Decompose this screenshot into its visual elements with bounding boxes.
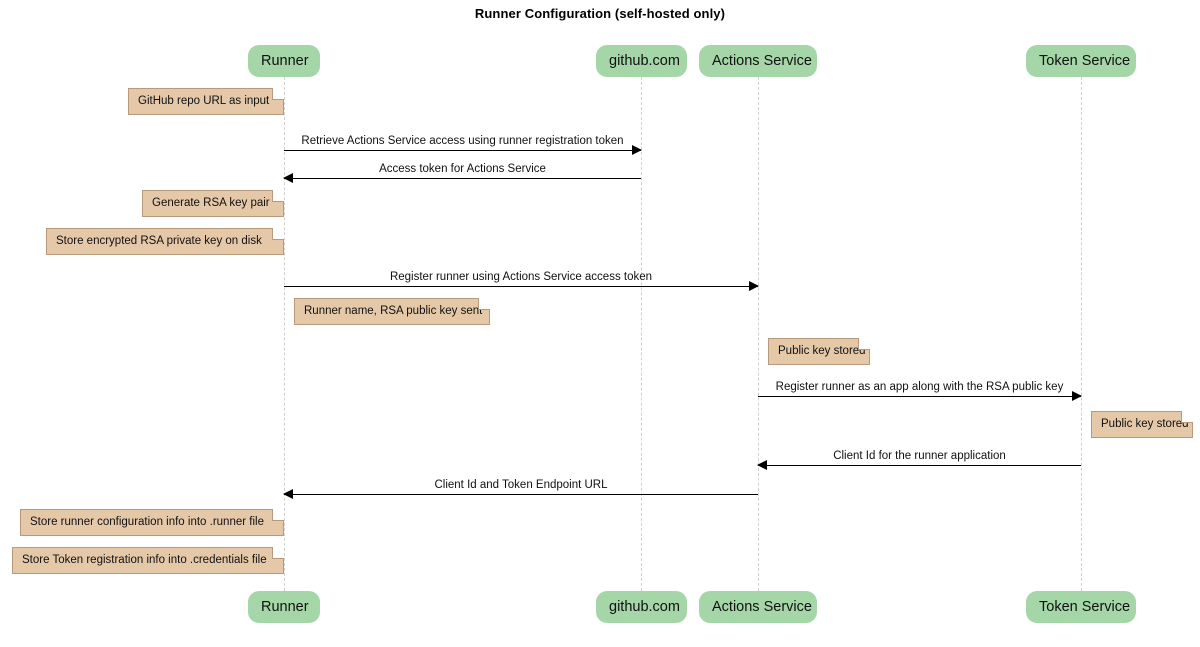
note-fold-corner-icon bbox=[272, 190, 284, 202]
message-label: Client Id for the runner application bbox=[833, 450, 1006, 462]
diagram-title: Runner Configuration (self-hosted only) bbox=[474, 6, 726, 21]
participant-token-bottom[interactable]: Token Service bbox=[1026, 591, 1136, 623]
lifeline-runner bbox=[284, 77, 285, 591]
note-text: Generate RSA key pair bbox=[152, 197, 270, 209]
note-fold-corner-icon bbox=[272, 88, 284, 100]
note-public-key-stored-2: Public key stored bbox=[1091, 411, 1193, 438]
message-line bbox=[284, 150, 641, 151]
message-line bbox=[284, 286, 758, 287]
note-store-token-reg: Store Token registration info into .cred… bbox=[12, 547, 284, 574]
note-fold-corner-icon bbox=[272, 509, 284, 521]
arrowhead-icon bbox=[757, 460, 767, 470]
message-label: Access token for Actions Service bbox=[379, 163, 546, 175]
note-fold-corner-icon bbox=[1181, 411, 1193, 423]
message-label: Client Id and Token Endpoint URL bbox=[434, 479, 608, 491]
note-text: Store Token registration info into .cred… bbox=[22, 554, 267, 566]
note-fold-corner-icon bbox=[272, 228, 284, 240]
arrowhead-icon bbox=[749, 281, 759, 291]
participant-token-top[interactable]: Token Service bbox=[1026, 45, 1136, 77]
note-text: Public key stored bbox=[778, 345, 866, 357]
note-text: Public key stored bbox=[1101, 418, 1189, 430]
arrowhead-icon bbox=[1072, 391, 1082, 401]
message-label: Retrieve Actions Service access using ru… bbox=[301, 135, 624, 147]
lifeline-token bbox=[1081, 77, 1082, 591]
participant-actions-top[interactable]: Actions Service bbox=[699, 45, 817, 77]
participant-runner-top[interactable]: Runner bbox=[248, 45, 320, 77]
msg-access-token: Access token for Actions Service bbox=[283, 163, 641, 183]
arrowhead-icon bbox=[283, 489, 293, 499]
lifeline-actions bbox=[758, 77, 759, 591]
message-line bbox=[758, 396, 1081, 397]
lifeline-github bbox=[641, 77, 642, 591]
participant-github-top[interactable]: github.com bbox=[596, 45, 687, 77]
message-label: Register runner as an app along with the… bbox=[775, 381, 1064, 393]
msg-client-id-token-endpoint: Client Id and Token Endpoint URL bbox=[283, 479, 758, 499]
participant-actions-bottom[interactable]: Actions Service bbox=[699, 591, 817, 623]
note-store-runner-config: Store runner configuration info into .ru… bbox=[20, 509, 284, 536]
message-line bbox=[284, 178, 641, 179]
participant-github-bottom[interactable]: github.com bbox=[596, 591, 687, 623]
msg-register-runner: Register runner using Actions Service ac… bbox=[284, 271, 759, 291]
note-runner-name-pubkey: Runner name, RSA public key sent bbox=[294, 298, 490, 325]
note-public-key-stored-1: Public key stored bbox=[768, 338, 870, 365]
msg-register-app-rsa: Register runner as an app along with the… bbox=[758, 381, 1082, 401]
note-generate-rsa: Generate RSA key pair bbox=[142, 190, 284, 217]
note-text: Store encrypted RSA private key on disk bbox=[56, 235, 262, 247]
note-text: Runner name, RSA public key sent bbox=[304, 305, 483, 317]
note-fold-corner-icon bbox=[858, 338, 870, 350]
note-fold-corner-icon bbox=[272, 547, 284, 559]
note-github-repo-url: GitHub repo URL as input bbox=[128, 88, 284, 115]
note-text: GitHub repo URL as input bbox=[138, 95, 270, 107]
message-line bbox=[284, 494, 758, 495]
arrowhead-icon bbox=[632, 145, 642, 155]
msg-client-id-runner-app: Client Id for the runner application bbox=[757, 450, 1081, 470]
note-text: Store runner configuration info into .ru… bbox=[30, 516, 264, 528]
message-line bbox=[758, 465, 1081, 466]
participant-runner-bottom[interactable]: Runner bbox=[248, 591, 320, 623]
note-store-private-key: Store encrypted RSA private key on disk bbox=[46, 228, 284, 255]
note-fold-corner-icon bbox=[478, 298, 490, 310]
msg-retrieve-actions-access: Retrieve Actions Service access using ru… bbox=[284, 135, 642, 155]
message-label: Register runner using Actions Service ac… bbox=[389, 271, 653, 283]
arrowhead-icon bbox=[283, 173, 293, 183]
